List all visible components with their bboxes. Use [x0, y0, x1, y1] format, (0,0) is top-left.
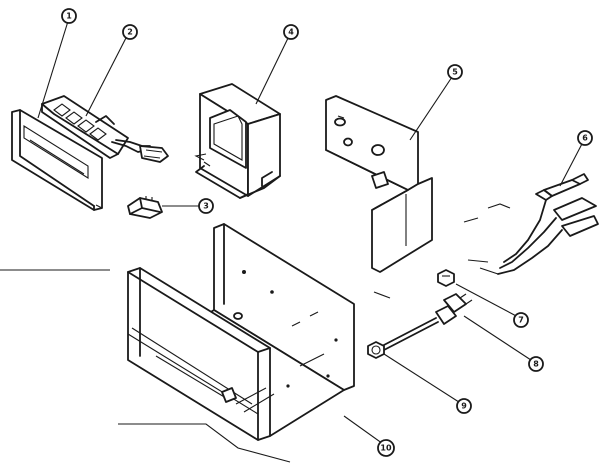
part-fitting-7 — [437, 269, 455, 287]
callout-8: 8 — [528, 356, 544, 372]
callout-label-2: 2 — [127, 28, 133, 37]
callout-5: 5 — [447, 64, 463, 80]
callout-2: 2 — [122, 24, 138, 40]
callouts: 1 2 3 4 5 6 7 8 — [61, 8, 593, 457]
part-cord-plug — [381, 293, 473, 351]
callout-label-1: 1 — [66, 12, 72, 21]
callout-10: 10 — [377, 439, 395, 457]
callout-4: 4 — [283, 24, 299, 40]
callout-label-3: 3 — [203, 202, 209, 211]
callout-7: 7 — [513, 312, 529, 328]
part-small-connector — [127, 196, 163, 219]
part-switch-strip — [41, 95, 169, 163]
callout-label-9: 9 — [461, 402, 467, 411]
part-battery-clips — [463, 173, 599, 275]
callout-label-5: 5 — [452, 68, 458, 77]
callout-label-4: 4 — [288, 28, 294, 37]
part-base-chassis — [127, 223, 355, 441]
part-transformer — [194, 83, 281, 199]
part-grommet — [367, 341, 385, 359]
callout-label-6: 6 — [582, 134, 588, 143]
callout-6: 6 — [577, 130, 593, 146]
reference-lines — [0, 259, 489, 463]
callout-label-8: 8 — [533, 360, 539, 369]
part-front-panel — [11, 109, 103, 211]
callout-3: 3 — [198, 198, 214, 214]
leader-lines — [37, 17, 585, 447]
callout-label-10: 10 — [380, 444, 392, 453]
callout-1: 1 — [61, 8, 77, 24]
callout-9: 9 — [456, 398, 472, 414]
callout-label-7: 7 — [518, 316, 524, 325]
part-rear-plate — [325, 95, 433, 273]
